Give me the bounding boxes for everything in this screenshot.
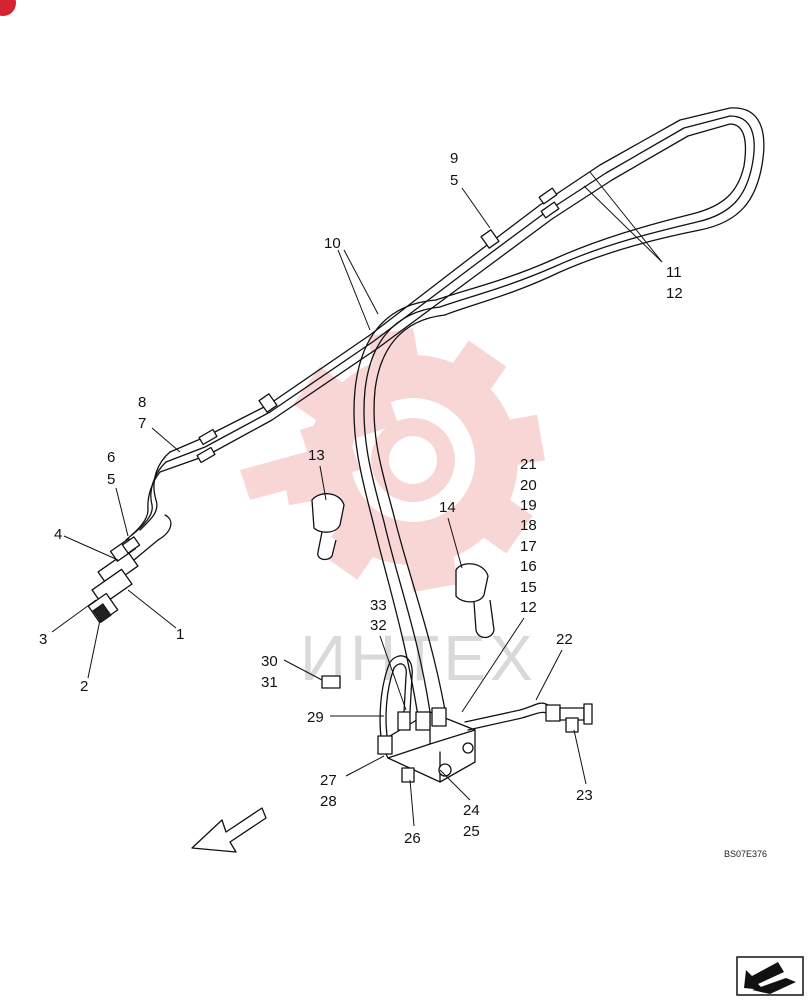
quick-couplers	[87, 536, 141, 624]
watermark-logo	[240, 327, 546, 593]
callout-8: 8	[138, 394, 146, 411]
callout-15: 15	[520, 579, 537, 596]
part-30-31	[321, 675, 341, 689]
callout-27: 27	[320, 772, 337, 789]
tee-fitting-23	[545, 703, 593, 733]
callout-11: 11	[666, 264, 682, 281]
callout-5: 5	[107, 471, 115, 488]
callout-21: 21	[520, 456, 537, 473]
callout-16: 16	[520, 558, 537, 575]
callout-1: 1	[176, 626, 184, 643]
callout-4: 4	[54, 526, 62, 543]
callout-31: 31	[261, 674, 278, 691]
callout-12-lower: 12	[520, 599, 537, 616]
callout-9: 9	[450, 150, 458, 167]
callout-24: 24	[463, 802, 480, 819]
callout-28: 28	[320, 793, 337, 810]
hose-clamps	[196, 187, 560, 464]
cap-13	[311, 493, 345, 561]
callout-19: 19	[520, 497, 537, 514]
callout-2: 2	[80, 678, 88, 695]
valve-manifold	[377, 655, 561, 783]
leader-lines	[51, 171, 663, 827]
callout-26: 26	[404, 830, 421, 847]
callout-6: 6	[107, 449, 115, 466]
corner-badge-icon	[0, 0, 16, 16]
diagram-code: BS07E376	[724, 849, 767, 859]
callout-5-upper: 5	[450, 172, 458, 189]
callout-13: 13	[308, 447, 325, 464]
next-page-arrow-icon[interactable]	[736, 956, 804, 996]
callout-32: 32	[370, 617, 387, 634]
callout-29: 29	[307, 709, 324, 726]
callout-22: 22	[556, 631, 573, 648]
callout-7: 7	[138, 415, 146, 432]
hose-set-upper	[125, 107, 765, 717]
callout-18: 18	[520, 517, 537, 534]
callout-labels: 1 2 3 4 6 5 8 7 10 9 5 11 12 13 14 21 20…	[39, 150, 683, 847]
direction-arrow-icon	[191, 807, 267, 853]
callout-20: 20	[520, 477, 537, 494]
callout-23: 23	[576, 787, 593, 804]
callout-17: 17	[520, 538, 537, 555]
callout-33: 33	[370, 597, 387, 614]
callout-30: 30	[261, 653, 278, 670]
cap-14	[455, 563, 495, 639]
callout-10: 10	[324, 235, 341, 252]
callout-12-upper: 12	[666, 285, 683, 302]
callout-3: 3	[39, 631, 47, 648]
callout-14: 14	[439, 499, 456, 516]
callout-25: 25	[463, 823, 480, 840]
